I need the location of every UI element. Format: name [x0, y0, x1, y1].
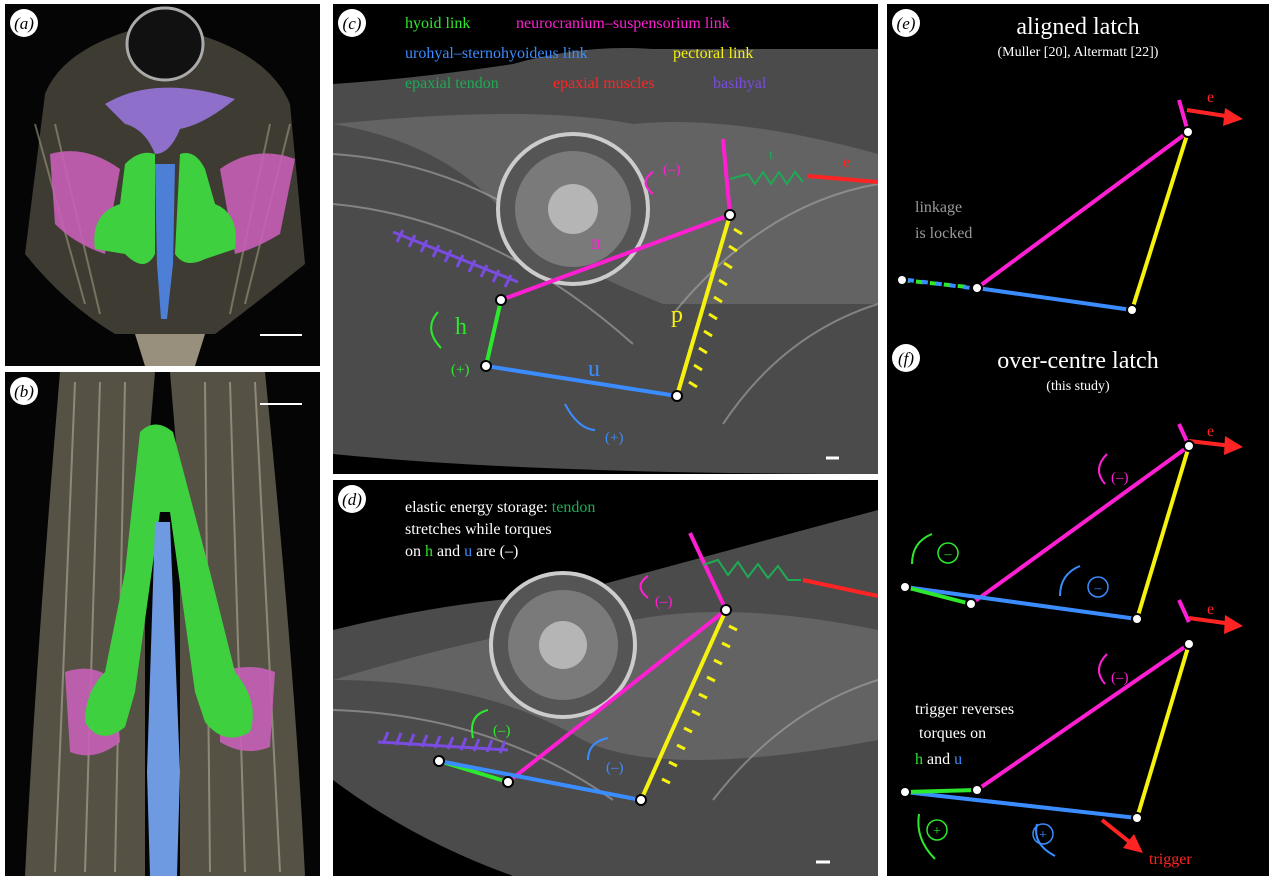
trigger-note-3: h and u: [915, 751, 962, 768]
top-label-e: e: [1207, 423, 1214, 440]
label-e: e: [1207, 89, 1214, 106]
joint: [721, 605, 731, 615]
bottom-label-e: e: [1207, 601, 1214, 618]
trigger-note-2: torques on: [919, 725, 986, 742]
svg-text:(f): (f): [898, 349, 914, 368]
panel-e-title: aligned latch: [1016, 14, 1139, 40]
label-t: t: [769, 148, 773, 163]
joint: [503, 777, 513, 787]
label-n: n: [591, 232, 601, 254]
joint: [1127, 305, 1137, 315]
joint: [972, 283, 982, 293]
top-torque-n: (–): [1111, 470, 1129, 486]
torque-h: (+): [451, 362, 469, 378]
locked-note-1: linkage: [915, 199, 962, 216]
caption-line-1: elastic energy storage: tendon: [405, 499, 595, 516]
panel-a: (a): [5, 4, 320, 366]
joint: [481, 361, 491, 371]
trigger-note-1: trigger reverses: [915, 701, 1014, 718]
joint: [1132, 813, 1142, 823]
hyoid-link-h: [905, 790, 977, 792]
svg-text:(a): (a): [14, 14, 34, 33]
joint: [1183, 127, 1193, 137]
bottom-torque-u: +: [1039, 828, 1047, 843]
panel-c: hyoid link neurocranium–suspensorium lin…: [333, 4, 878, 474]
panel-e-subtitle: (Muller [20], Altermatt [22]): [998, 45, 1159, 60]
torque-h: (–): [493, 723, 511, 739]
caption-line-3: on h and u are (–): [405, 543, 518, 560]
legend-neurocranium-link: neurocranium–suspensorium link: [516, 15, 730, 32]
legend-pectoral-link: pectoral link: [673, 45, 753, 62]
bottom-torque-h: +: [933, 824, 941, 839]
torque-u: (+): [605, 430, 623, 446]
panel-b: (b): [5, 372, 320, 876]
joint: [966, 599, 976, 609]
torque-u: (–): [606, 760, 624, 776]
bottom-torque-n: (–): [1111, 670, 1129, 686]
joint: [1184, 441, 1194, 451]
label-p: p: [671, 302, 683, 328]
panel-f-subtitle: (this study): [1046, 379, 1110, 394]
joint: [636, 795, 646, 805]
legend-epaxial-muscles: epaxial muscles: [553, 75, 655, 92]
top-torque-u: –: [1094, 581, 1103, 596]
top-torque-h: –: [944, 547, 953, 562]
joint: [496, 295, 506, 305]
panel-b-render: (b): [5, 372, 320, 876]
joint: [725, 210, 735, 220]
trigger-label: trigger: [1149, 851, 1192, 868]
panel-e-f-diagram: (e) aligned latch (Muller [20], Altermat…: [887, 4, 1269, 876]
legend-urohyal-link: urohyal–sternohyoideus link: [405, 45, 588, 62]
svg-text:(e): (e): [897, 14, 916, 33]
torque-n: (–): [655, 594, 673, 610]
label-u: u: [588, 356, 600, 382]
svg-text:(b): (b): [14, 382, 34, 401]
panel-c-diagram: hyoid link neurocranium–suspensorium lin…: [333, 4, 878, 474]
legend-hyoid-link: hyoid link: [405, 15, 470, 32]
joint: [972, 785, 982, 795]
joint: [1132, 614, 1142, 624]
torque-n: (–): [663, 162, 681, 178]
panel-e-f: (e) aligned latch (Muller [20], Altermat…: [887, 4, 1269, 876]
joint: [897, 275, 907, 285]
joint: [900, 582, 910, 592]
legend-basihyal: basihyal: [713, 75, 767, 92]
joint: [900, 787, 910, 797]
panel-d: elastic energy storage: tendon stretches…: [333, 480, 878, 876]
legend-epaxial-tendon: epaxial tendon: [405, 75, 499, 92]
panel-a-render: (a): [5, 4, 320, 366]
joint: [434, 756, 444, 766]
label-h: h: [455, 314, 467, 340]
label-e: e: [843, 154, 850, 171]
joint: [1184, 639, 1194, 649]
foramen: [127, 8, 203, 80]
svg-text:(d): (d): [342, 490, 362, 509]
locked-note-2: is locked: [915, 225, 972, 242]
panel-d-diagram: elastic energy storage: tendon stretches…: [333, 480, 878, 876]
joint: [672, 391, 682, 401]
panel-f-title: over-centre latch: [997, 348, 1158, 374]
svg-text:(c): (c): [343, 14, 362, 33]
caption-line-2: stretches while torques: [405, 521, 552, 538]
